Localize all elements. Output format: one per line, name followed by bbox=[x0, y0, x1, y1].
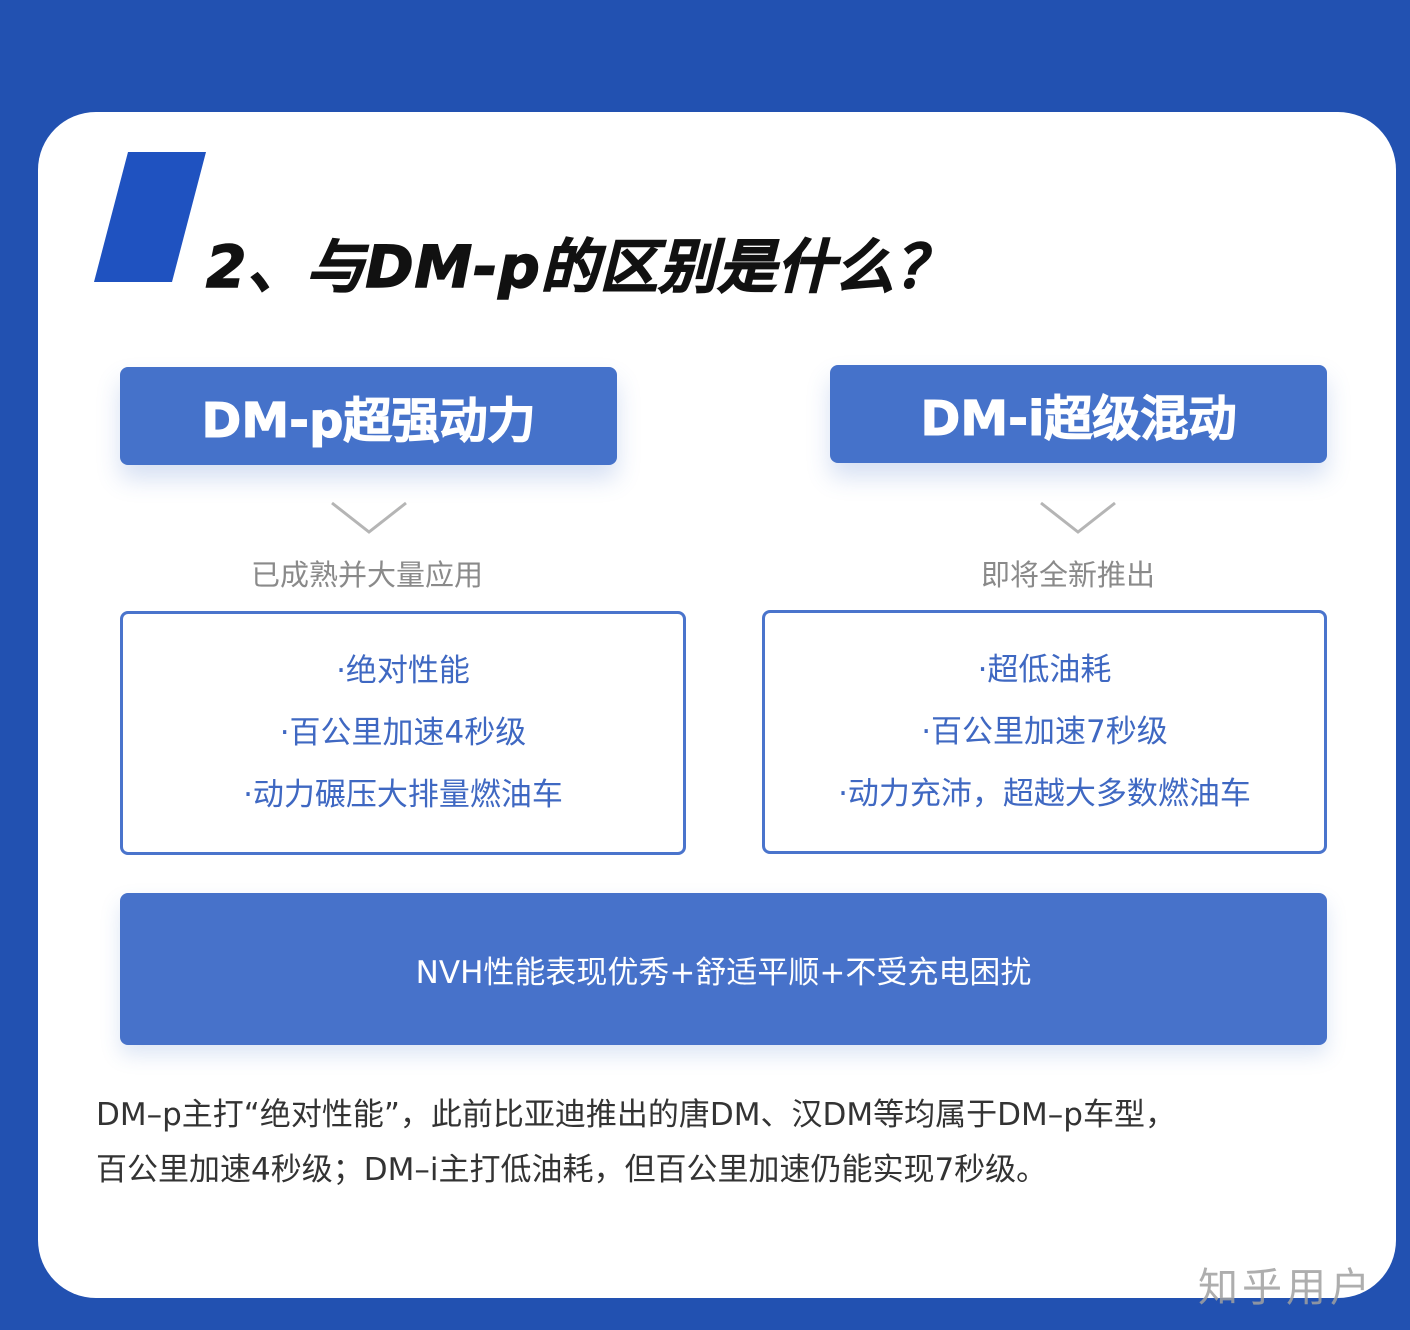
chevron-down-icon bbox=[1040, 501, 1116, 534]
dm-i-header-label: DM-i超级混动 bbox=[920, 391, 1237, 448]
dm-i-features-box: ·超低油耗 ·百公里加速7秒级 ·动力充沛，超越大多数燃油车 bbox=[762, 610, 1327, 854]
paragraph-line: 百公里加速4秒级；DM–i主打低油耗，但百公里加速仍能实现7秒级。 bbox=[96, 1152, 1048, 1188]
dm-i-status: 即将全新推出 bbox=[980, 558, 1156, 592]
feature-item: ·百公里加速7秒级 bbox=[921, 714, 1168, 750]
feature-item: ·绝对性能 bbox=[336, 653, 470, 689]
feature-item: ·动力碾压大排量燃油车 bbox=[243, 777, 563, 813]
section-title: 2、与DM-p的区别是什么？ bbox=[205, 232, 954, 302]
summary-paragraph: DM–p主打“绝对性能”，此前比亚迪推出的唐DM、汉DM等均属于DM–p车型， … bbox=[96, 1088, 1346, 1198]
feature-item: ·超低油耗 bbox=[977, 652, 1112, 688]
feature-item: ·动力充沛，超越大多数燃油车 bbox=[838, 776, 1251, 812]
dm-p-header: DM-p超强动力 bbox=[120, 367, 617, 465]
banner-text: NVH性能表现优秀+舒适平顺+不受充电困扰 bbox=[415, 954, 1032, 991]
dm-i-header: DM-i超级混动 bbox=[830, 365, 1327, 463]
watermark: 知乎用户 bbox=[1198, 1265, 1374, 1311]
paragraph-line: DM–p主打“绝对性能”，此前比亚迪推出的唐DM、汉DM等均属于DM–p车型， bbox=[96, 1097, 1176, 1133]
dm-p-header-label: DM-p超强动力 bbox=[201, 393, 536, 450]
slash-bar-icon bbox=[94, 152, 206, 282]
chevron-down-icon bbox=[331, 501, 407, 534]
feature-item: ·百公里加速4秒级 bbox=[279, 715, 527, 751]
dm-p-status: 已成熟并大量应用 bbox=[250, 558, 484, 592]
shared-benefits-banner: NVH性能表现优秀+舒适平顺+不受充电困扰 bbox=[120, 893, 1327, 1045]
dm-p-features-box: ·绝对性能 ·百公里加速4秒级 ·动力碾压大排量燃油车 bbox=[120, 611, 686, 855]
